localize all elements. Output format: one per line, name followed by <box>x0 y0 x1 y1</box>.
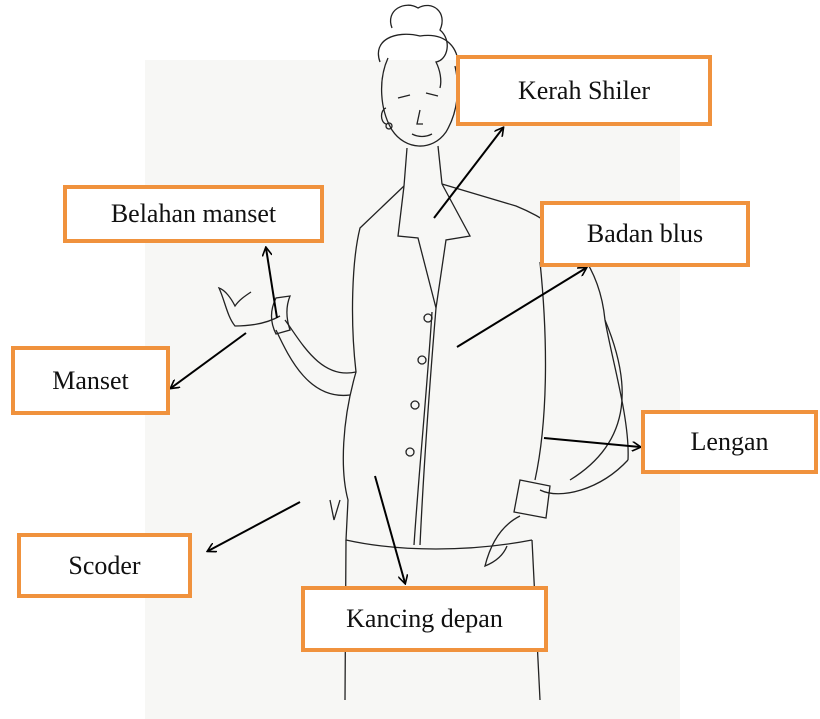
arrow-lengan <box>544 438 640 447</box>
label-kancing-depan: Kancing depan <box>301 586 548 652</box>
label-scoder: Scoder <box>17 533 192 598</box>
figure-head <box>378 5 458 186</box>
front-buttons <box>406 314 432 456</box>
arrow-scoder <box>208 502 300 551</box>
arrow-kancing-depan <box>375 476 405 583</box>
label-manset: Manset <box>11 346 170 415</box>
label-kerah-shiler: Kerah Shiler <box>456 55 712 126</box>
arrow-belahan-manset <box>266 248 277 318</box>
arrow-manset <box>171 333 246 388</box>
label-lengan: Lengan <box>641 410 818 474</box>
label-belahan-manset: Belahan manset <box>63 185 324 243</box>
arrow-badan-blus <box>457 268 586 347</box>
arrow-kerah-shiler <box>434 128 503 218</box>
label-badan-blus: Badan blus <box>540 201 750 267</box>
